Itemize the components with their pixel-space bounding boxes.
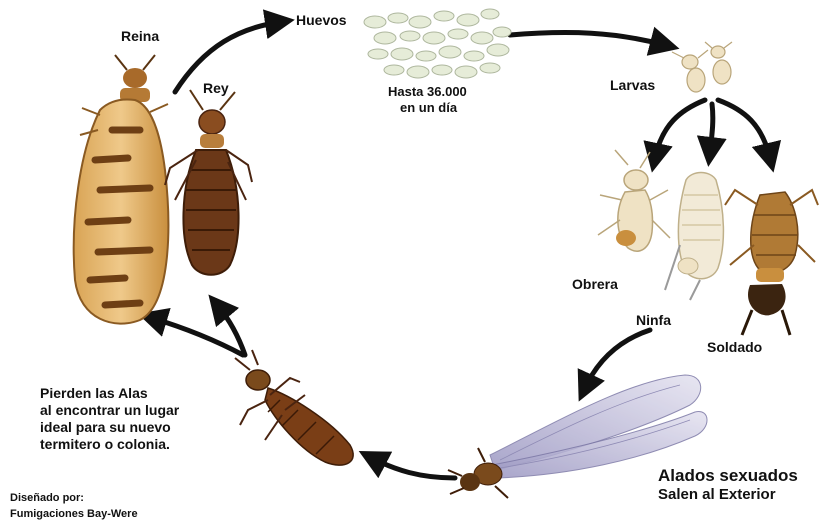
label-ninfa: Ninfa xyxy=(636,312,671,328)
label-huevos: Huevos xyxy=(296,12,347,28)
caption-pierden-line2: al encontrar un lugar xyxy=(40,402,179,419)
label-obrera: Obrera xyxy=(572,276,618,292)
label-soldado: Soldado xyxy=(707,339,762,355)
caption-pierden-line4: termitero o colonia. xyxy=(40,436,179,453)
caption-pierden-line3: ideal para su nuevo xyxy=(40,419,179,436)
label-reina: Reina xyxy=(121,28,159,44)
worker-termite xyxy=(598,150,670,251)
label-alados-line1: Alados sexuados xyxy=(658,466,798,486)
caption-pierden: Pierden las Alas al encontrar un lugar i… xyxy=(40,385,179,453)
label-larvas: Larvas xyxy=(610,77,655,93)
arrow-nymph-to-alates xyxy=(585,330,650,388)
arrow-larvae-to-soldier xyxy=(718,100,770,158)
queen-termite xyxy=(74,55,169,324)
king-termite xyxy=(165,90,252,275)
dealate-termite xyxy=(235,350,353,465)
label-rey: Rey xyxy=(203,80,229,96)
caption-pierden-line1: Pierden las Alas xyxy=(40,385,179,402)
arrow-larvae-to-nymph xyxy=(710,104,713,152)
credit-line2: Fumigaciones Bay-Were xyxy=(10,508,138,520)
arrow-eggs-to-larvae xyxy=(510,32,665,45)
eggs-cluster xyxy=(364,9,511,78)
soldier-termite xyxy=(725,190,818,335)
credit-line1: Diseñado por: xyxy=(10,492,84,504)
larvae xyxy=(672,42,732,92)
label-hasta-line1: Hasta 36.000 xyxy=(388,84,467,99)
label-hasta-line2: en un día xyxy=(400,100,457,115)
nymph-termite xyxy=(665,173,723,301)
label-alados-line2: Salen al Exterior xyxy=(658,486,776,503)
arrow-alates-to-dealate xyxy=(372,458,455,478)
arrow-larvae-to-worker xyxy=(655,100,705,158)
